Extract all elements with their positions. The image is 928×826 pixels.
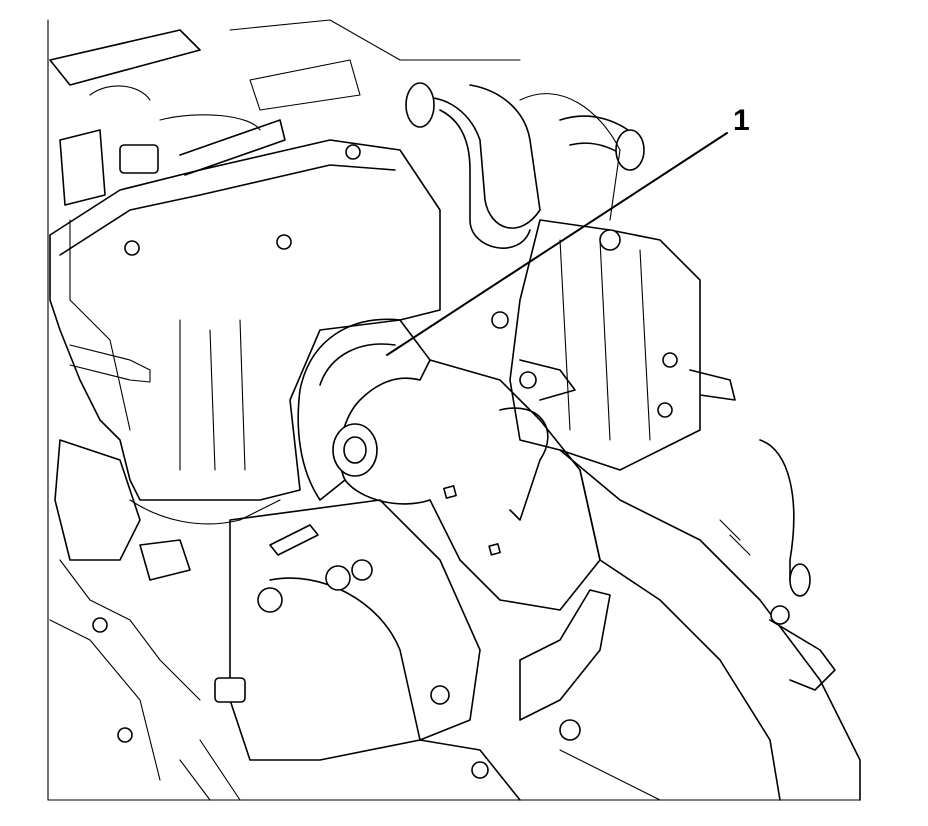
fuel-rail: [49, 19, 521, 206]
lower-block: [214, 499, 661, 801]
valve-cover: [49, 139, 441, 501]
callout-label-1: 1: [733, 104, 750, 137]
exhaust-downpipe: [559, 439, 861, 801]
callout-leader-line: [386, 132, 728, 356]
catalytic-converter: [297, 318, 601, 611]
coolant-hose: [405, 82, 645, 249]
left-components: [49, 439, 319, 801]
heat-shield: [491, 219, 736, 471]
frame: [47, 19, 861, 801]
